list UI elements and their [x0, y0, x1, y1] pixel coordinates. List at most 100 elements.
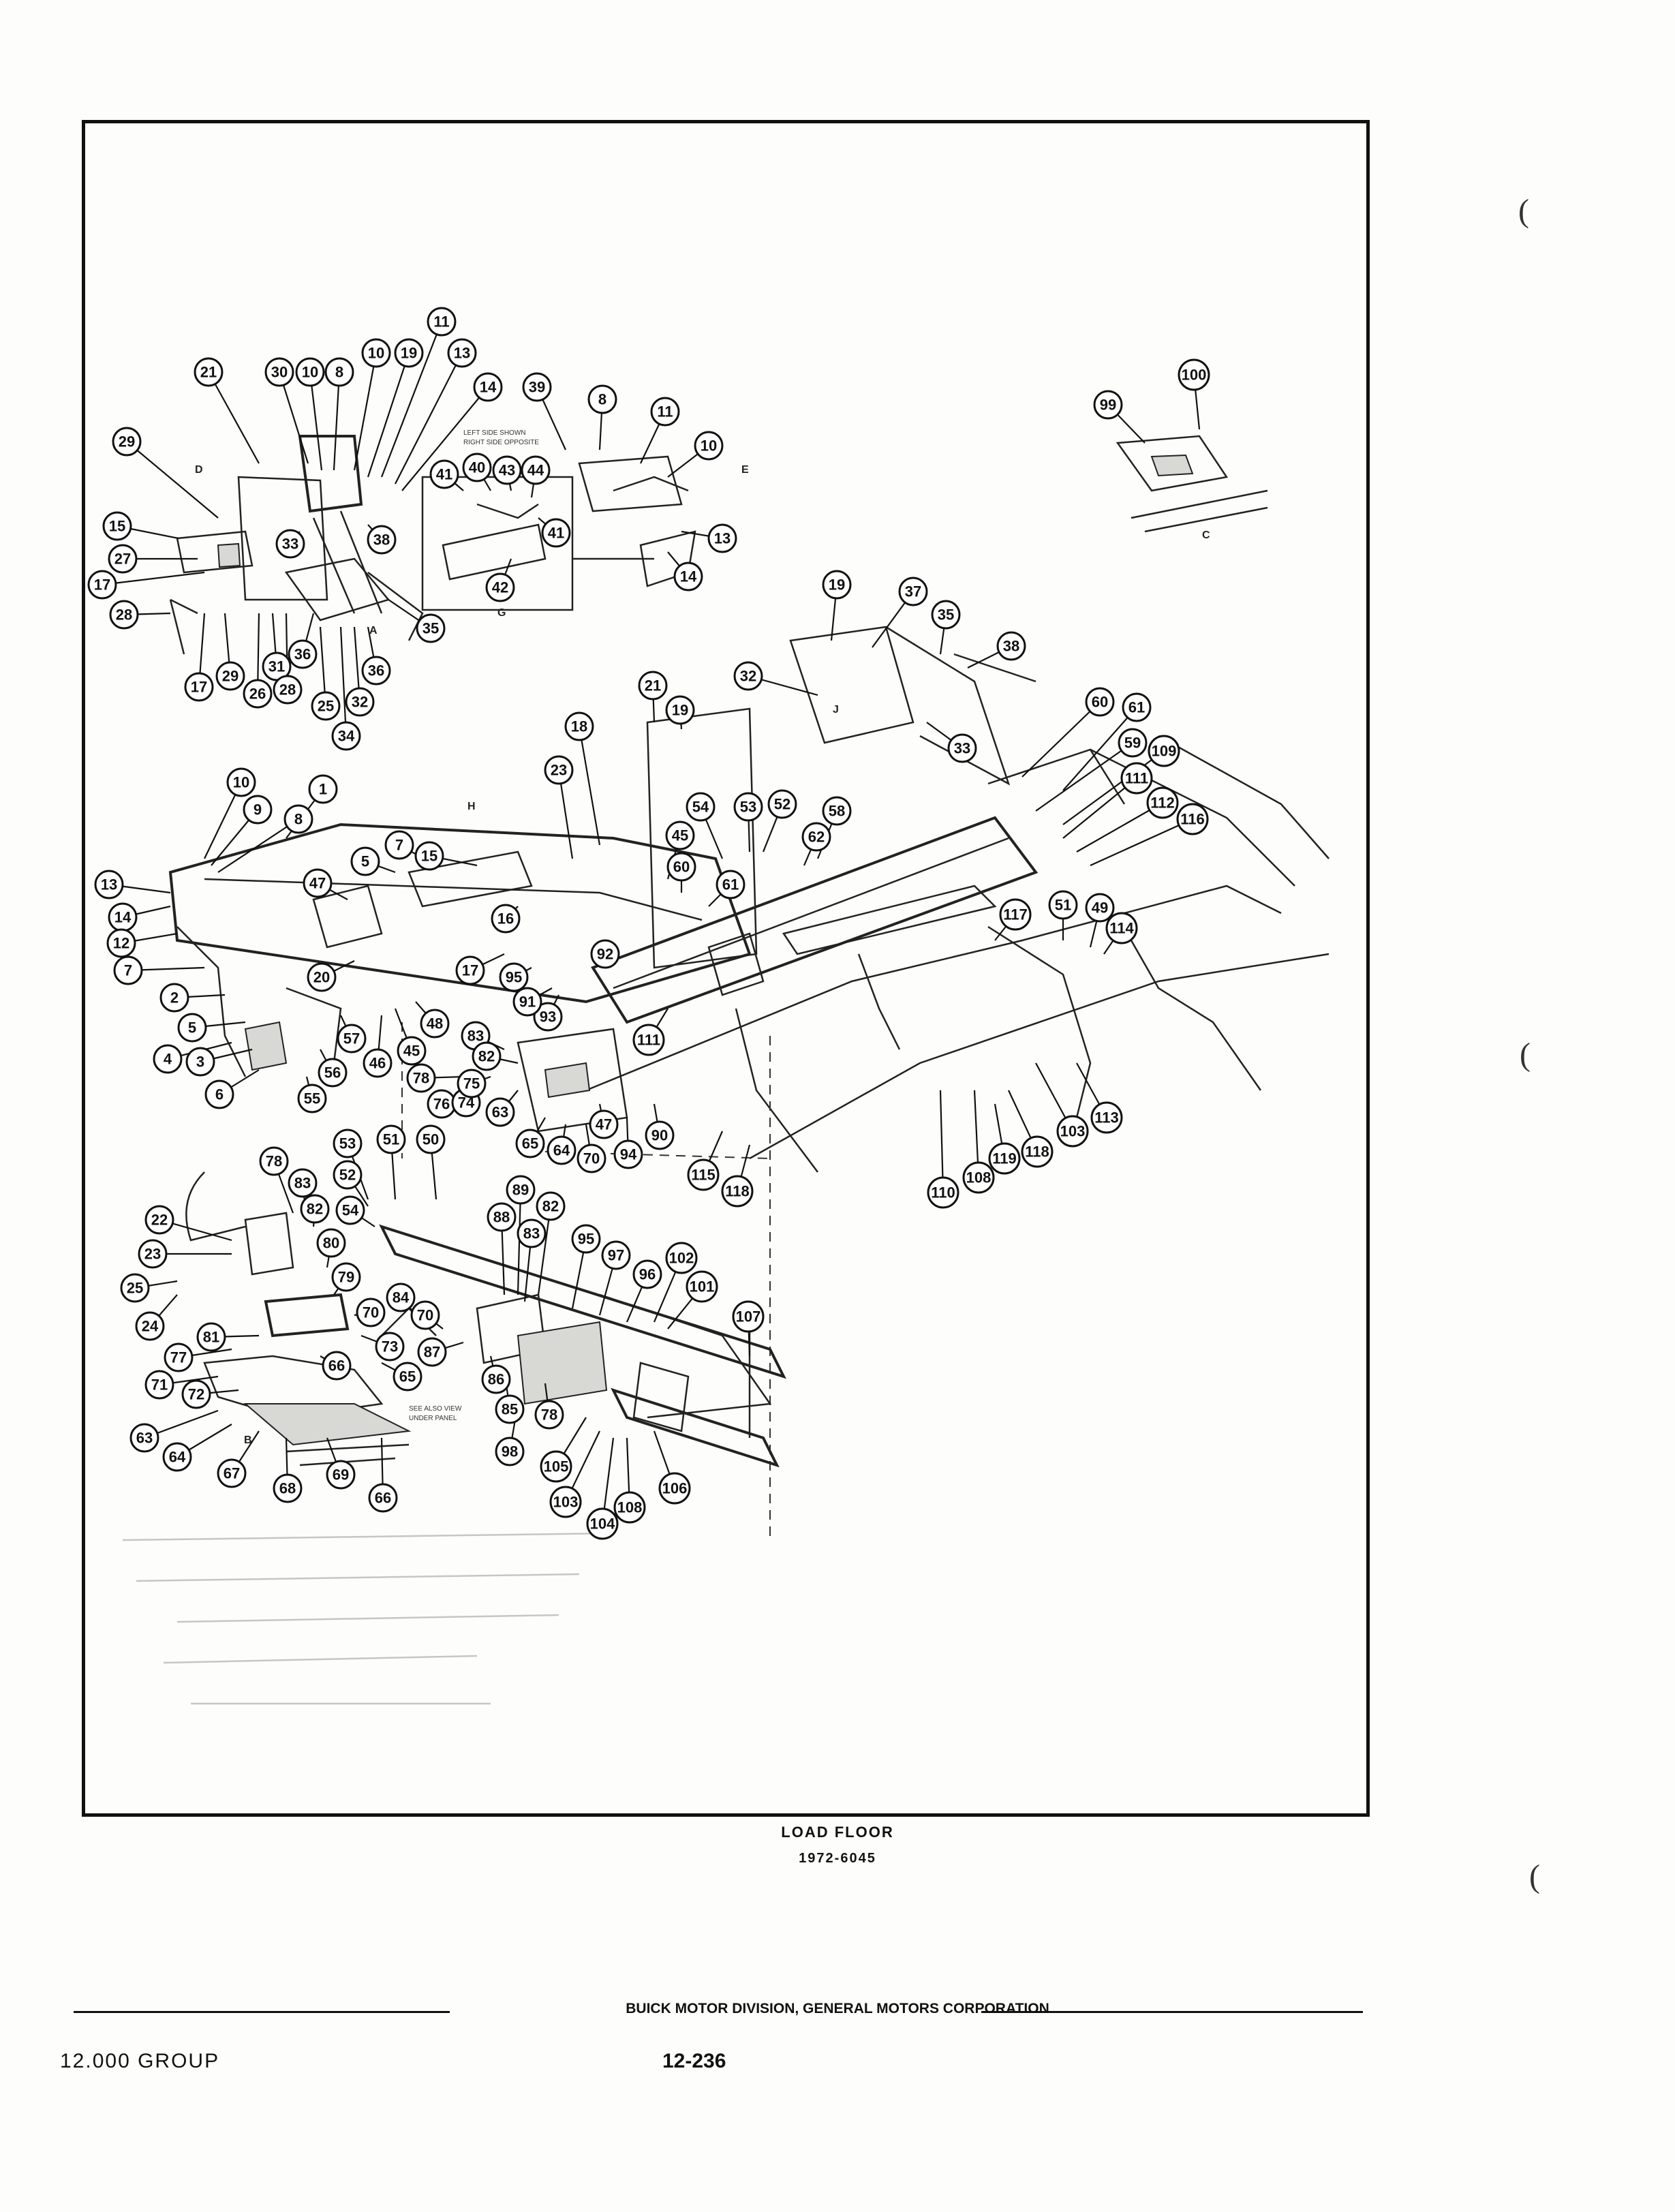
callout-29: 29 — [215, 661, 245, 691]
callout-91: 91 — [512, 987, 542, 1017]
callout-circle — [311, 691, 341, 721]
callout-61: 61 — [716, 870, 746, 900]
callout-53: 53 — [333, 1128, 363, 1158]
callout-5: 5 — [177, 1013, 207, 1043]
callout-circle — [138, 1239, 168, 1269]
artwork: LEFT SIDE SHOWN RIGHT SIDE OPPOSITE — [122, 429, 1330, 1705]
callout-circle — [447, 338, 477, 368]
callout-102: 102 — [665, 1242, 698, 1274]
callout-number: 5 — [188, 1019, 196, 1036]
callout-number: 10 — [368, 345, 384, 362]
callout-53: 53 — [733, 792, 763, 822]
callout-number: 101 — [690, 1278, 715, 1295]
callout-circle — [367, 525, 397, 555]
callout-number: 47 — [596, 1116, 612, 1133]
callout-circle — [87, 570, 117, 600]
callout-circle — [587, 384, 617, 414]
diagram-frame — [82, 120, 1370, 1817]
callout-circle — [297, 1084, 327, 1113]
callout-67: 67 — [217, 1458, 247, 1488]
callout-13: 13 — [447, 338, 477, 368]
callout-number: 8 — [294, 811, 303, 828]
view-c-detail — [1116, 435, 1268, 533]
callout-circle — [112, 427, 142, 457]
ghost-print — [122, 1532, 614, 1705]
callout-circle — [822, 796, 852, 826]
callout-number: 75 — [463, 1075, 480, 1092]
callout-5: 5 — [350, 846, 380, 876]
callout-96: 96 — [632, 1259, 662, 1289]
callout-circle — [196, 1322, 226, 1352]
callout-57: 57 — [337, 1024, 367, 1054]
leader-line — [578, 726, 601, 846]
callout-43: 43 — [492, 455, 522, 485]
callout-82: 82 — [536, 1191, 566, 1221]
callout-number: 31 — [268, 658, 285, 675]
callout-circle — [410, 1300, 440, 1330]
callout-circle — [686, 1270, 718, 1303]
callout-75: 75 — [457, 1069, 487, 1099]
callout-52: 52 — [333, 1160, 363, 1190]
callout-number: 57 — [343, 1030, 360, 1047]
callout-number: 60 — [673, 859, 690, 876]
callout-circle — [491, 904, 521, 934]
callout-69: 69 — [326, 1460, 356, 1490]
callout-circle — [586, 1507, 619, 1540]
callout-24: 24 — [135, 1311, 165, 1341]
leader-lines — [102, 321, 1201, 1524]
leader-line — [217, 818, 299, 873]
callout-110: 110 — [927, 1176, 959, 1209]
callout-number: 48 — [427, 1015, 443, 1032]
callout-number: 32 — [352, 694, 368, 711]
callout-circle — [333, 1160, 363, 1190]
callout-number: 102 — [669, 1250, 694, 1267]
callout-34: 34 — [331, 721, 361, 751]
callout-number: 77 — [170, 1349, 187, 1366]
callout-35: 35 — [416, 613, 446, 643]
callout-15: 15 — [414, 841, 444, 871]
callout-103: 103 — [1056, 1115, 1089, 1148]
callout-number: 12 — [113, 935, 129, 952]
callout-13: 13 — [707, 523, 737, 553]
callout-circle — [194, 357, 224, 387]
diagram-subtitle: 1972-6045 — [799, 1851, 876, 1866]
callout-number: 66 — [375, 1490, 391, 1507]
callout-15: 15 — [102, 511, 132, 541]
callout-47: 47 — [303, 868, 333, 898]
callout-83: 83 — [517, 1218, 547, 1248]
leader-line — [380, 321, 443, 478]
callout-21: 21 — [638, 671, 668, 701]
callout-number: 28 — [279, 681, 296, 698]
callout-56: 56 — [318, 1058, 348, 1088]
callout-number: 51 — [1055, 897, 1071, 914]
view-label-b: B — [244, 1434, 252, 1446]
callout-number: 3 — [196, 1054, 204, 1071]
callout-circle — [356, 1297, 386, 1327]
callout-circle — [106, 928, 136, 958]
callout-number: 108 — [617, 1499, 643, 1516]
callout-circle — [108, 544, 138, 574]
callout-circle — [162, 1442, 192, 1472]
callout-circle — [1120, 762, 1153, 795]
callout-14: 14 — [673, 562, 703, 592]
callout-number: 113 — [1094, 1109, 1119, 1126]
callout-78: 78 — [259, 1146, 289, 1176]
callout-circle — [368, 1483, 398, 1513]
callout-number: 23 — [551, 762, 567, 779]
callout-36: 36 — [288, 639, 318, 669]
callout-circle — [363, 1048, 393, 1078]
callout-115: 115 — [687, 1158, 720, 1191]
callout-circle — [533, 1002, 563, 1032]
callout-circle — [638, 671, 668, 701]
callout-circle — [144, 1205, 174, 1235]
callout-number: 34 — [338, 728, 355, 745]
view-label-a: A — [369, 625, 378, 636]
callout-number: 109 — [1152, 743, 1177, 760]
callout-11: 11 — [427, 307, 457, 337]
callout-number: 20 — [313, 969, 330, 986]
callout-circle — [185, 1047, 215, 1077]
callout-42: 42 — [485, 572, 515, 602]
callout-19: 19 — [822, 570, 852, 600]
callout-number: 18 — [571, 718, 587, 735]
callout-39: 39 — [522, 372, 552, 402]
